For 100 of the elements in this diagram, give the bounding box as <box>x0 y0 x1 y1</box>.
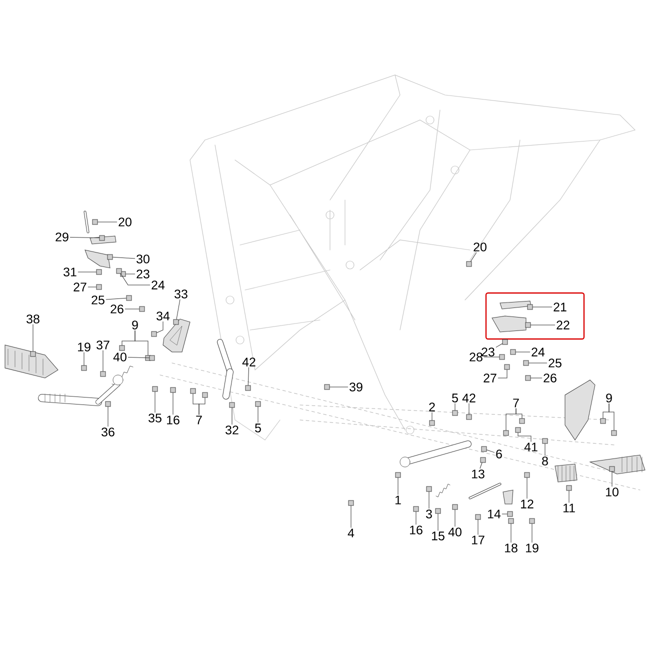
callout-number: 12 <box>521 500 534 508</box>
part-drawing <box>527 304 533 310</box>
part-drawing <box>525 375 531 381</box>
part-drawing <box>139 306 145 312</box>
callout-number: 10 <box>606 488 618 496</box>
part-drawing <box>523 360 529 366</box>
callout-number: 1 <box>396 496 401 504</box>
leader-line <box>454 510 456 527</box>
leader-line <box>528 362 548 364</box>
part-drawing <box>466 414 472 420</box>
callout-number: 40 <box>448 528 462 536</box>
callout-number: 42 <box>462 394 476 402</box>
part-drawing <box>395 472 401 478</box>
leader-line <box>544 444 546 456</box>
part-drawing <box>452 504 458 510</box>
callout-number: 6 <box>496 450 502 458</box>
leader-line <box>124 308 140 310</box>
part-drawing <box>202 392 208 398</box>
callout-number: 14 <box>488 510 501 518</box>
callout-number: 19 <box>78 342 90 352</box>
part-drawing <box>413 506 419 512</box>
part-drawing <box>30 351 36 357</box>
leader-line <box>102 350 104 372</box>
callout-number: 25 <box>548 358 562 368</box>
callout-number: 29 <box>56 232 68 242</box>
part-drawing <box>120 271 126 277</box>
callout-number: 2 <box>429 402 435 412</box>
leader-line <box>510 524 512 543</box>
part-drawing <box>116 268 122 274</box>
part-drawing <box>107 254 113 260</box>
part-drawing <box>503 430 509 436</box>
part-drawing <box>515 427 521 433</box>
leader-line <box>486 450 495 453</box>
leader-line <box>608 403 614 430</box>
leader-line <box>106 298 126 300</box>
callout-number: 34 <box>156 312 170 320</box>
callout-number: 22 <box>556 320 570 330</box>
callout-number: 38 <box>26 314 40 324</box>
part-drawing <box>348 500 354 506</box>
part-drawing <box>429 420 435 426</box>
leader-line <box>468 403 470 414</box>
part-drawing <box>81 365 87 371</box>
part-drawing <box>99 235 105 241</box>
part-drawing <box>92 219 98 225</box>
callout-number: 31 <box>64 268 76 276</box>
callout-number: 8 <box>542 456 548 466</box>
callout-number: 15 <box>432 532 444 540</box>
leader-line <box>70 236 100 238</box>
leader-line <box>134 330 148 356</box>
part-drawing <box>324 384 330 390</box>
leader-line <box>518 432 532 442</box>
callout-number: 27 <box>74 282 86 292</box>
callout-number: 9 <box>606 394 612 402</box>
leader-line <box>532 306 552 308</box>
callout-number: 3 <box>426 510 432 518</box>
part-drawing <box>149 355 155 361</box>
callout-number: 36 <box>102 428 114 436</box>
part-drawing <box>525 322 531 328</box>
part-drawing <box>229 402 235 408</box>
leader-line <box>496 343 502 348</box>
leader-line <box>526 478 528 499</box>
highlight-frame <box>485 292 585 340</box>
callout-number: 5 <box>452 394 458 402</box>
leader-line <box>568 490 570 503</box>
part-drawing <box>611 430 617 436</box>
callout-number: 17 <box>472 536 484 544</box>
leader-line <box>498 370 508 378</box>
callout-number: 30 <box>136 254 150 264</box>
leader-line <box>428 492 430 509</box>
callout-number: 7 <box>513 398 519 408</box>
callout-number: 39 <box>350 382 362 392</box>
callout-number: 16 <box>410 526 422 534</box>
leader-line <box>120 274 150 286</box>
part-drawing <box>173 319 179 325</box>
part-drawing <box>151 331 157 337</box>
callout-number: 20 <box>118 218 132 226</box>
part-drawing <box>126 295 132 301</box>
leader-line <box>156 321 164 334</box>
callout-number: 21 <box>554 302 566 312</box>
callout-number: 32 <box>226 426 238 434</box>
leader-line <box>176 299 180 320</box>
part-drawing <box>508 518 514 524</box>
part-drawing <box>566 485 572 491</box>
part-drawing <box>542 438 548 444</box>
callout-number: 37 <box>96 340 110 350</box>
part-drawing <box>96 269 102 275</box>
part-drawing <box>475 514 481 520</box>
part-drawing <box>170 387 176 393</box>
callout-number: 42 <box>242 358 256 366</box>
callout-number: 25 <box>92 296 104 304</box>
callout-number: 11 <box>563 504 575 512</box>
leader-line <box>454 403 456 410</box>
part-drawing <box>466 261 472 267</box>
callout-number: 24 <box>152 280 165 290</box>
part-drawing <box>519 418 525 424</box>
callout-number: 33 <box>174 290 188 298</box>
part-drawing <box>190 388 196 394</box>
leader-line <box>112 256 136 259</box>
part-drawing <box>152 386 158 392</box>
part-drawing <box>510 349 516 355</box>
